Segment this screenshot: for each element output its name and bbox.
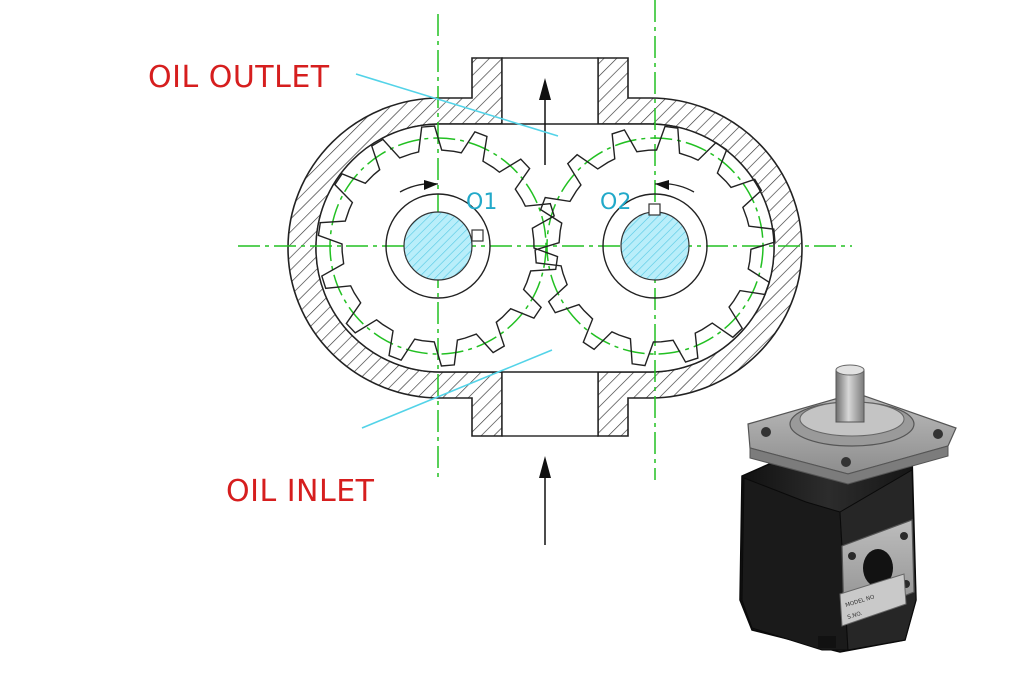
- flange-edge: [749, 445, 949, 485]
- gear-left-teeth: [317, 125, 559, 367]
- arrowhead-icon: [424, 180, 438, 190]
- gear-center-label-o1: O1: [466, 190, 497, 215]
- shaft-left: [403, 211, 473, 281]
- inlet-leader-line: [361, 349, 553, 429]
- port-bolt: [900, 532, 908, 540]
- key-left: [471, 229, 484, 242]
- pump-foot: [818, 636, 836, 648]
- nameplate: [839, 573, 907, 627]
- arrowhead-icon: [655, 180, 669, 190]
- gear-left: [317, 125, 559, 367]
- up-arrow-icon: [539, 78, 551, 100]
- oil-inlet-label: OIL INLET: [226, 474, 375, 509]
- flange-bolt-hole: [933, 429, 943, 439]
- drive-shaft: [835, 369, 865, 423]
- gear-center-label-o2: O2: [600, 190, 631, 215]
- port-opening: [863, 549, 893, 587]
- port-bolt: [848, 552, 856, 560]
- hub-circle-right: [602, 193, 708, 299]
- outlet-port: [501, 57, 599, 129]
- oil-outlet-label: OIL OUTLET: [148, 60, 330, 95]
- gear-pump-photo: MODEL NO S.NO.: [739, 364, 957, 653]
- nameplate-sn-label: S.NO.: [847, 611, 864, 621]
- gear-right-teeth: [534, 125, 776, 367]
- key-right: [648, 203, 661, 216]
- drive-shaft-end: [835, 364, 865, 376]
- up-arrow-icon: [539, 456, 551, 478]
- flange-bolt-hole: [761, 427, 771, 437]
- pump-body-front: [741, 477, 849, 651]
- shaft-right: [620, 211, 690, 281]
- gear-right: [534, 125, 776, 367]
- hub-circle-left: [385, 193, 491, 299]
- flange-bolt-hole: [841, 457, 851, 467]
- inlet-port: [501, 367, 599, 437]
- outlet-leader-line: [355, 73, 559, 137]
